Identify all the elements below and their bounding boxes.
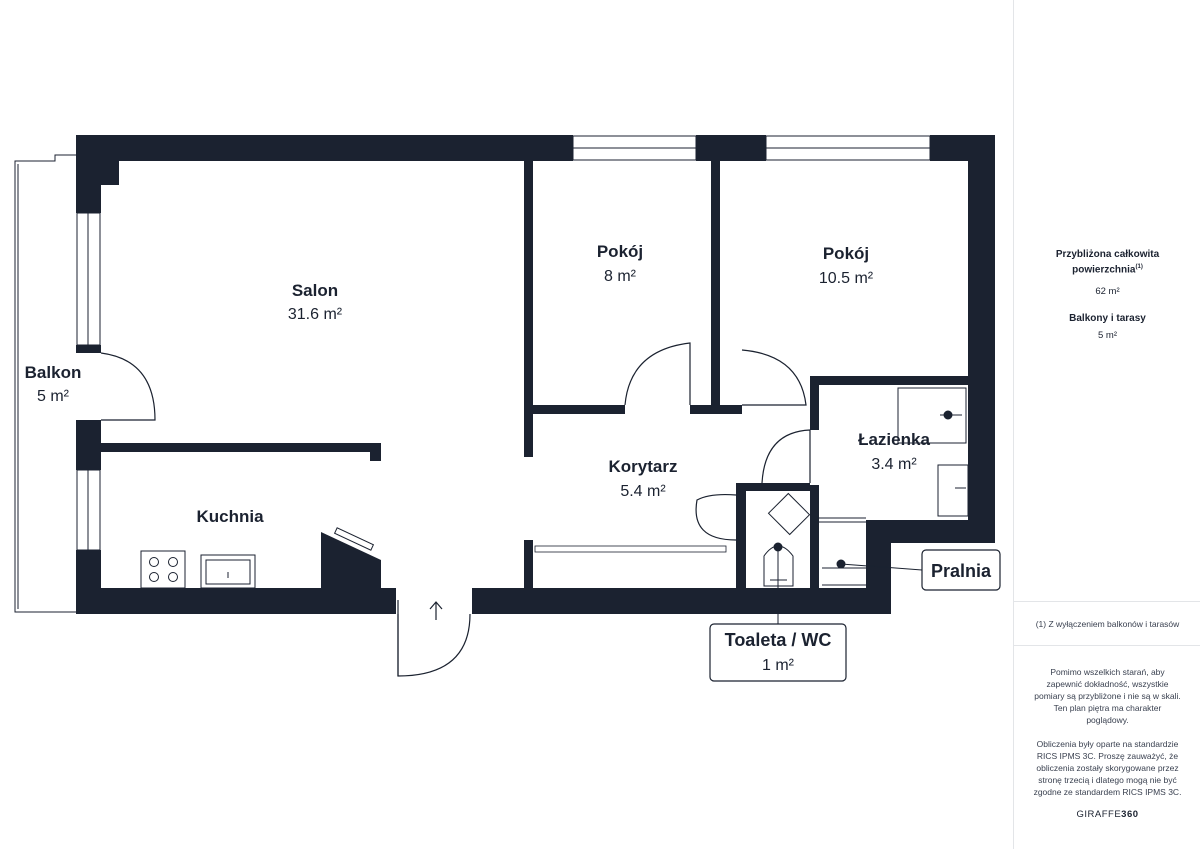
brand-light: GIRAFFE	[1076, 809, 1122, 820]
total-area-block: Przybliżona całkowita powierzchnia(1) 62…	[1024, 248, 1191, 342]
balcony-railing	[14, 154, 76, 613]
label-connectors	[777, 547, 923, 625]
lazienka-name: Łazienka	[858, 430, 930, 449]
footnote-mark: (1)	[1135, 264, 1143, 270]
windows	[76, 135, 931, 553]
info-sidebar: Przybliżona całkowita powierzchnia(1) 62…	[1013, 0, 1200, 849]
pralnia-label-box	[921, 549, 1001, 591]
doors	[100, 342, 811, 677]
bathroom-fixtures	[748, 387, 969, 598]
footnote-text: (1) Z wyłączeniem balkonów i tarasów	[1035, 619, 1180, 629]
pralnia-name: Pralnia	[931, 561, 992, 581]
total-area-label: Przybliżona całkowita powierzchnia	[1055, 249, 1160, 276]
toaleta-name: Toaleta / WC	[725, 630, 832, 650]
walls	[76, 135, 995, 614]
pokoj-2-area: 10.5 m²	[819, 270, 874, 287]
divider	[1014, 601, 1200, 602]
balkon-name: Balkon	[25, 363, 82, 382]
entrance-arrow	[429, 601, 443, 620]
balkon-area: 5 m²	[37, 388, 70, 405]
pokoj-1-area: 8 m²	[604, 268, 637, 285]
balcony-area-value: 5 m²	[1098, 330, 1117, 342]
brand-bold: 360	[1121, 809, 1139, 820]
salon-area: 31.6 m²	[288, 306, 343, 323]
lazienka-area: 3.4 m²	[871, 456, 917, 473]
korytarz-name: Korytarz	[609, 457, 678, 476]
disclaimer-accuracy: Pomimo wszelkich starań, aby zapewnić do…	[1034, 667, 1181, 725]
divider	[1014, 645, 1200, 646]
floor-plan: Salon 31.6 m² Pokój 8 m² Pokój 10.5 m² B…	[14, 135, 1001, 682]
kitchen-fixtures	[140, 527, 375, 589]
toaleta-label-box	[709, 623, 847, 682]
kuchnia-name: Kuchnia	[196, 507, 264, 526]
balcony-area-label: Balkony i tarasy	[1069, 313, 1146, 325]
pokoj-2-name: Pokój	[823, 244, 869, 263]
disclaimer-rics: Obliczenia były oparte na standardzie RI…	[1033, 739, 1182, 797]
total-area-value: 62 m²	[1095, 286, 1120, 298]
toaleta-area: 1 m²	[762, 657, 795, 674]
korytarz-area: 5.4 m²	[620, 483, 666, 500]
pokoj-1-name: Pokój	[597, 242, 643, 261]
brand-logo: GIRAFFE360	[1024, 809, 1191, 820]
salon-name: Salon	[292, 281, 338, 300]
